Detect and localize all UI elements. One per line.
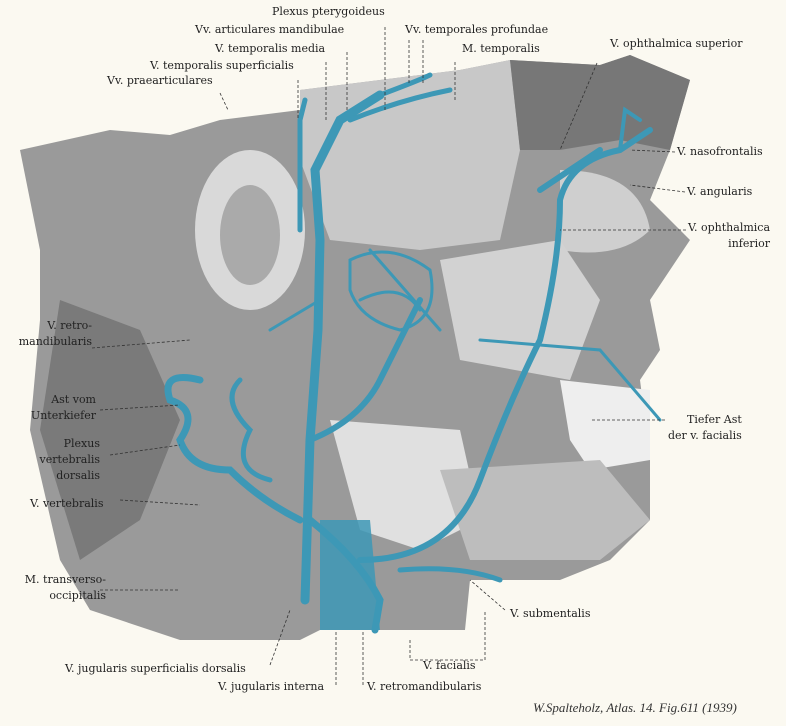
label-line: der v. facialis bbox=[668, 429, 742, 442]
label-line: dorsalis bbox=[56, 469, 100, 482]
label-v-angularis: V. angularis bbox=[687, 185, 753, 198]
label-m-temporalis: M. temporalis bbox=[462, 42, 540, 55]
label-line: Plexus bbox=[63, 437, 100, 450]
label-line: occipitalis bbox=[49, 589, 106, 602]
label-line: V. ophthalmica bbox=[688, 221, 771, 234]
label-v-ophthalmica-superior: V. ophthalmica superior bbox=[610, 37, 743, 50]
label-line: Unterkiefer bbox=[30, 409, 96, 422]
figure-caption: W.Spalteholz, Atlas. 14. Fig.611 (1939) bbox=[533, 700, 737, 715]
label-line: V. retro- bbox=[47, 319, 92, 332]
label-tiefer-ast-v-facialis: Tiefer Ast der v. facialis bbox=[668, 412, 742, 444]
label-vv-articulares-mandibulae: Vv. articulares mandibulae bbox=[195, 23, 345, 36]
label-v-retromandibularis-bottom: V. retromandibularis bbox=[367, 680, 482, 693]
label-v-jugularis-superficialis-dorsalis: V. jugularis superficialis dorsalis bbox=[65, 662, 246, 675]
label-v-nasofrontalis: V. nasofrontalis bbox=[677, 145, 763, 158]
veins bbox=[164, 72, 662, 634]
label-v-ophthalmica-inferior: V. ophthalmica inferior bbox=[688, 220, 770, 252]
label-v-temporalis-superficialis: V. temporalis superficialis bbox=[150, 59, 294, 72]
label-line: Ast vom bbox=[51, 393, 96, 406]
label-vv-praearticulares: Vv. praearticulares bbox=[107, 74, 213, 87]
label-v-facialis: V. facialis bbox=[423, 659, 476, 672]
head-dissection bbox=[20, 55, 690, 640]
label-v-jugularis-interna: V. jugularis interna bbox=[218, 680, 325, 693]
label-line: Tiefer Ast bbox=[687, 413, 742, 426]
label-line: mandibularis bbox=[18, 335, 92, 348]
label-plexus-pterygoideus: Plexus pterygoideus bbox=[272, 5, 385, 18]
label-v-submentalis: V. submentalis bbox=[510, 607, 591, 620]
label-m-transverso-occipitalis: M. transverso-occipitalis bbox=[25, 572, 106, 604]
label-vv-temporales-profundae: Vv. temporales profundae bbox=[405, 23, 549, 36]
label-line: vertebralis bbox=[39, 453, 100, 466]
label-line: M. transverso- bbox=[24, 573, 106, 586]
label-v-vertebralis: V. vertebralis bbox=[30, 497, 104, 510]
label-line: inferior bbox=[728, 237, 771, 250]
label-v-temporalis-media: V. temporalis media bbox=[215, 42, 326, 55]
label-v-retromandibularis: V. retro-mandibularis bbox=[19, 318, 92, 350]
leader-lines bbox=[91, 27, 686, 685]
label-plexus-vertebralis-dorsalis: Plexus vertebralis dorsalis bbox=[40, 436, 100, 484]
